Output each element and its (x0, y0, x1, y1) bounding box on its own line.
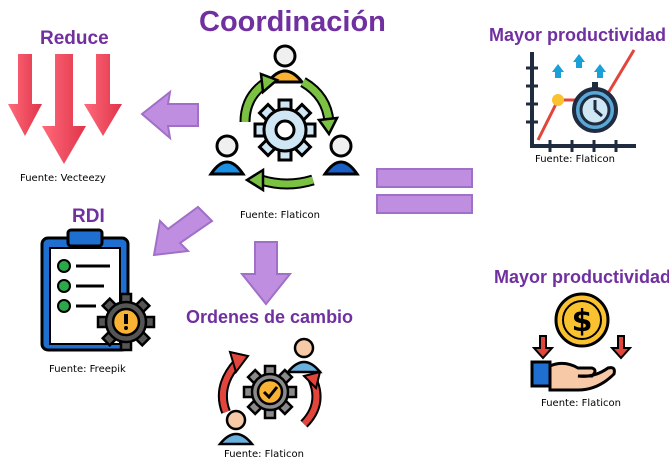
down-arrows-icon (8, 54, 122, 164)
rdi-title: RDI (72, 206, 105, 227)
coordinacion-source: Fuente: Flaticon (240, 210, 320, 221)
ordenes-source: Fuente: Flaticon (224, 449, 304, 460)
team-coordination-icon (208, 44, 360, 193)
arrow-to-reduce (140, 89, 199, 141)
productividad-money-source: Fuente: Flaticon (541, 398, 621, 409)
productividad-chart-source: Fuente: Flaticon (535, 154, 615, 165)
rdi-source: Fuente: Freepik (49, 364, 126, 375)
money-hand-icon: $ (530, 292, 633, 392)
arrow-to-ordenes (239, 241, 293, 306)
ordenes-title: Ordenes de cambio (186, 307, 354, 327)
productividad-money-title: Mayor productividad (494, 267, 669, 287)
coordinacion-title: Coordinación (199, 6, 386, 38)
equals-sign (376, 168, 473, 214)
productividad-chart-title: Mayor productividad (489, 25, 667, 45)
productivity-chart-icon (526, 49, 636, 152)
change-orders-icon (217, 337, 323, 446)
reduce-title: Reduce (40, 28, 109, 49)
arrow-to-rdi (152, 205, 214, 257)
svg-text:$: $ (572, 304, 593, 339)
clipboard-checklist-icon (40, 228, 156, 352)
reduce-source: Fuente: Vecteezy (20, 173, 106, 184)
